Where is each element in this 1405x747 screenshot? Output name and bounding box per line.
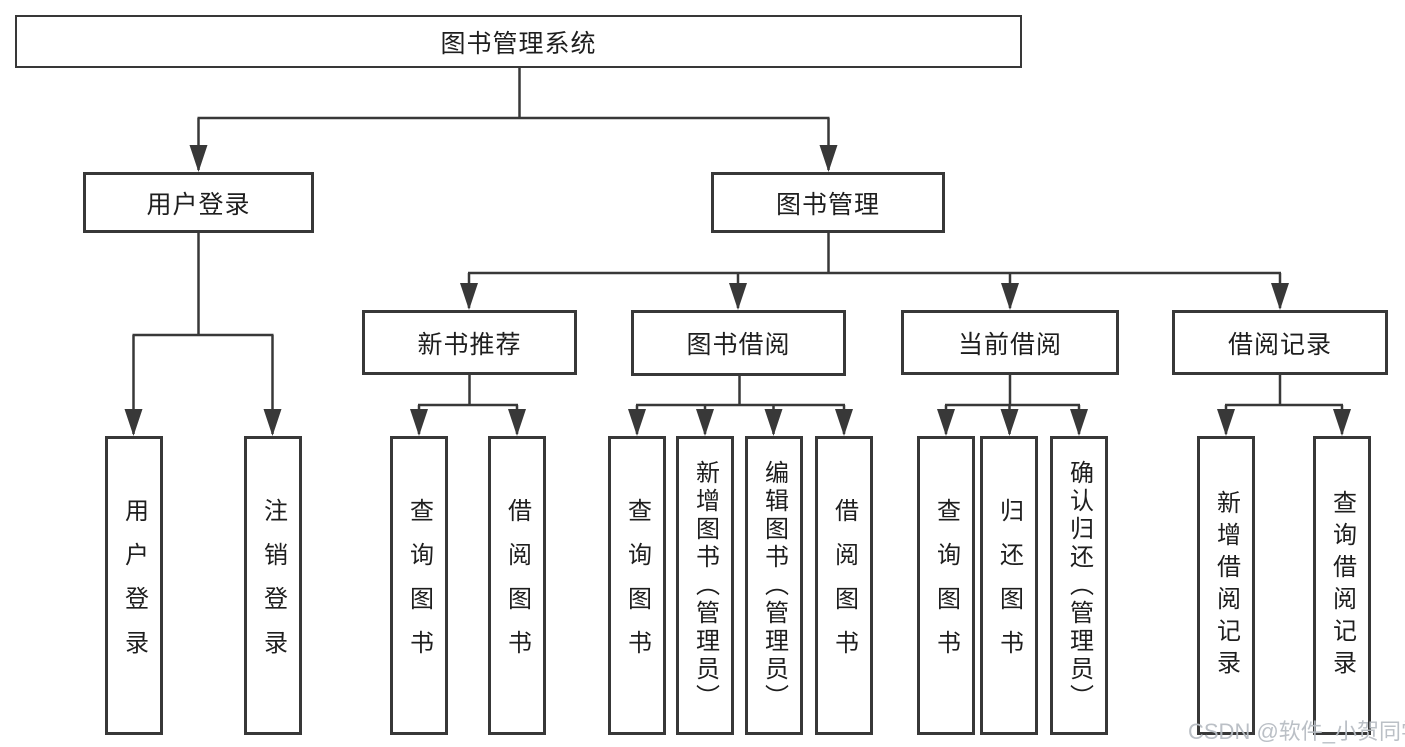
node-book-borrow-label: 图书借阅 — [686, 331, 791, 359]
arrowhead-icon — [729, 283, 747, 310]
watermark: CSDN @软件_小贺同学 — [1188, 719, 1405, 744]
connector-root-to-level2 — [197, 68, 830, 170]
leaf-add-books-admin-label: 新增图书（管理员） — [691, 459, 719, 712]
node-borrow-records-label: 借阅记录 — [1227, 330, 1332, 359]
arrowhead-icon — [1000, 409, 1019, 436]
leaf-borrow-books-label: 借阅图书 — [830, 497, 858, 674]
arrowhead-icon — [819, 145, 838, 172]
node-current-borrow-label: 当前借阅 — [957, 330, 1062, 359]
connector-bookborrow-to-leaves — [635, 375, 846, 434]
leaf-query-books-current-label: 查询图书 — [932, 497, 960, 674]
leaf-edit-books-admin: 编辑图书（管理员） — [745, 436, 803, 735]
leaf-query-books-recommend-label: 查询图书 — [405, 497, 433, 674]
leaf-query-borrow-record-label: 查询借阅记录 — [1328, 489, 1356, 682]
connector-newbooks-to-leaves — [417, 375, 519, 434]
arrowhead-icon — [1217, 409, 1235, 436]
leaf-query-books-borrow-label: 查询图书 — [623, 497, 651, 674]
leaf-return-books: 归还图书 — [980, 436, 1038, 735]
connector-bookmgmt-to-level3 — [467, 233, 1282, 308]
arrowhead-icon — [835, 409, 853, 436]
leaf-user-login: 用户登录 — [105, 436, 163, 735]
leaf-query-books-recommend: 查询图书 — [390, 436, 448, 735]
node-user-login-label: 用户登录 — [146, 190, 251, 219]
arrowhead-icon — [1001, 283, 1019, 310]
node-book-borrow: 图书借阅 — [631, 310, 846, 376]
leaf-borrow-books-recommend-label: 借阅图书 — [503, 497, 531, 674]
arrowhead-icon — [263, 409, 282, 436]
leaf-borrow-books: 借阅图书 — [815, 436, 873, 735]
arrowhead-icon — [1333, 409, 1351, 436]
arrowheads — [124, 145, 1351, 436]
leaf-user-login-label: 用户登录 — [120, 497, 148, 674]
arrowhead-icon — [628, 409, 646, 436]
leaf-confirm-return-admin-label: 确认归还（管理员） — [1065, 459, 1093, 712]
arrowhead-icon — [937, 409, 955, 436]
arrowhead-icon — [508, 409, 526, 436]
node-new-book-recommend: 新书推荐 — [362, 310, 577, 375]
leaf-add-books-admin: 新增图书（管理员） — [676, 436, 734, 735]
arrowhead-icon — [189, 145, 208, 172]
leaf-add-borrow-record-label: 新增借阅记录 — [1212, 489, 1240, 682]
node-root: 图书管理系统 — [15, 15, 1022, 68]
node-book-management-label: 图书管理 — [775, 190, 880, 219]
connector-borrowrecords-to-leaves — [1224, 375, 1344, 434]
leaf-borrow-books-recommend: 借阅图书 — [488, 436, 546, 735]
leaf-logout-label: 注销登录 — [259, 497, 287, 674]
connector-userlogin-to-leaves — [132, 233, 274, 434]
arrowhead-icon — [460, 283, 478, 310]
arrowhead-icon — [410, 409, 428, 436]
node-book-management: 图书管理 — [711, 172, 945, 233]
node-root-label: 图书管理系统 — [440, 29, 597, 58]
leaf-query-books-current: 查询图书 — [917, 436, 975, 735]
node-new-book-recommend-label: 新书推荐 — [417, 330, 522, 359]
leaf-logout: 注销登录 — [244, 436, 302, 735]
arrowhead-icon — [764, 409, 783, 436]
arrowhead-icon — [696, 409, 714, 436]
arrowhead-icon — [1070, 409, 1088, 436]
leaf-query-borrow-record: 查询借阅记录 — [1313, 436, 1371, 735]
leaf-add-borrow-record: 新增借阅记录 — [1197, 436, 1255, 735]
node-current-borrow: 当前借阅 — [901, 310, 1119, 375]
arrowhead-icon — [124, 409, 143, 436]
leaf-edit-books-admin-label: 编辑图书（管理员） — [760, 459, 788, 712]
node-user-login: 用户登录 — [83, 172, 314, 233]
node-borrow-records: 借阅记录 — [1172, 310, 1388, 375]
leaf-confirm-return-admin: 确认归还（管理员） — [1050, 436, 1108, 735]
arrowhead-icon — [1271, 283, 1289, 310]
leaf-query-books-borrow: 查询图书 — [608, 436, 666, 735]
leaf-return-books-label: 归还图书 — [995, 497, 1023, 674]
